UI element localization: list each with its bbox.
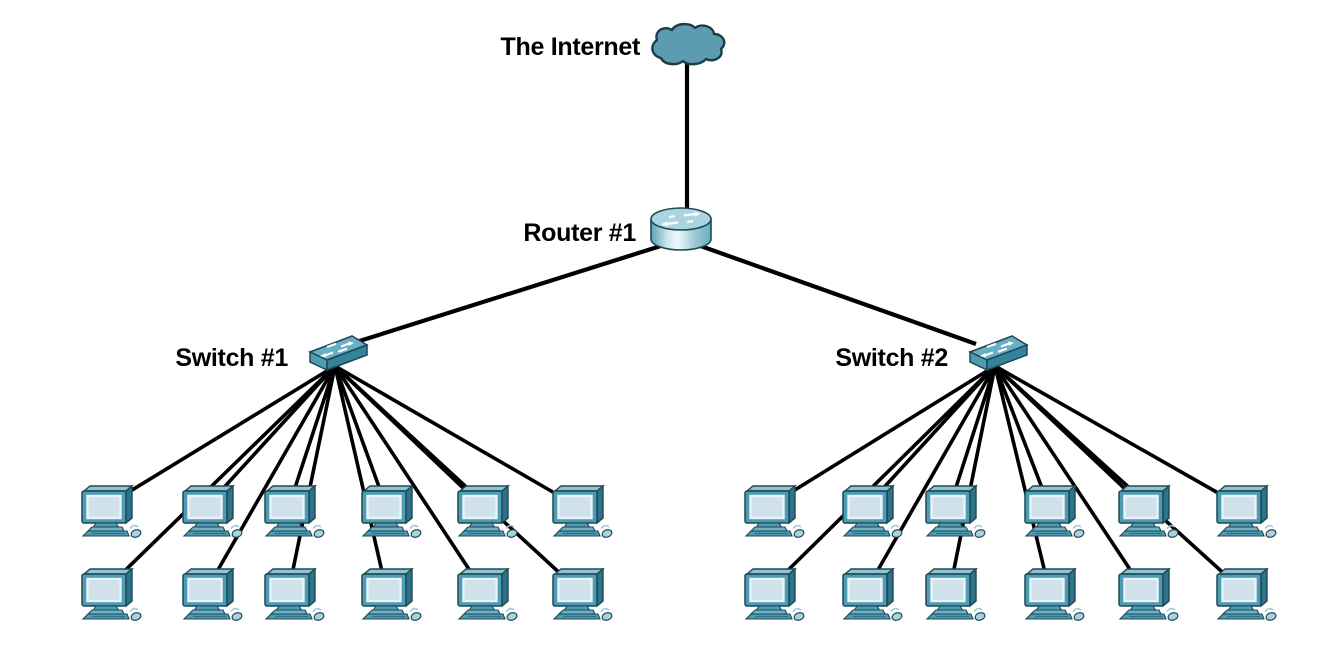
nodes-layer	[308, 22, 1029, 372]
pc-icon	[456, 567, 520, 623]
pc-icon	[181, 484, 245, 540]
cable-switch2-pc11	[993, 365, 1145, 590]
pc-icon	[80, 567, 144, 623]
pc-icon	[263, 567, 327, 623]
internet-cloud-icon	[651, 22, 726, 66]
cable-switch1-pc8	[205, 365, 337, 590]
pc-icon	[456, 484, 520, 540]
cable-switch2-pc6	[994, 364, 1242, 508]
switch-1-icon	[308, 334, 369, 372]
pc-icon	[181, 567, 245, 623]
cable-switch2-pc1	[768, 364, 996, 508]
pc-icon	[551, 567, 615, 623]
cable-switch2-pc7	[767, 364, 997, 591]
labels-layer: The Internet Router #1 Switch #1 Switch …	[175, 33, 948, 372]
cable-switch1-pc9	[287, 365, 337, 590]
pc-icon	[1117, 484, 1181, 540]
internet-label: The Internet	[501, 33, 641, 61]
switch-1-label: Switch #1	[175, 344, 288, 372]
pc-icon	[1215, 567, 1279, 623]
router-label: Router #1	[523, 219, 636, 247]
pc-icon	[924, 484, 988, 540]
cable-switch1-pc3	[287, 365, 337, 507]
cables-layer	[104, 48, 1243, 591]
pc-icon	[841, 567, 905, 623]
cable-switch1-pc7	[104, 364, 337, 591]
switch-2-icon	[968, 334, 1029, 372]
cable-switch2-pc4	[993, 365, 1051, 507]
pc-icon	[551, 484, 615, 540]
pc-icon	[743, 484, 807, 540]
cable-switch2-pc9	[948, 365, 997, 590]
switch-2-label: Switch #2	[835, 344, 948, 372]
cable-switch1-pc12	[333, 364, 579, 591]
router-icon	[649, 206, 713, 252]
pc-icon	[1215, 484, 1279, 540]
pc-icon	[924, 567, 988, 623]
pc-icon	[360, 567, 424, 623]
pc-icon	[80, 484, 144, 540]
pc-icon	[263, 484, 327, 540]
cable-switch2-pc12	[993, 364, 1243, 591]
cable-switch1-pc1	[105, 364, 336, 508]
cable-switch1-pc4	[333, 365, 388, 507]
pc-icon	[360, 484, 424, 540]
cable-switch1-pc11	[333, 365, 484, 590]
pc-icon	[1117, 567, 1181, 623]
cable-1	[349, 241, 668, 347]
pc-icon	[1023, 484, 1087, 540]
cable-2	[694, 242, 977, 346]
cable-switch1-pc6	[334, 364, 578, 508]
cable-switch2-pc8	[865, 365, 997, 590]
pc-icon	[841, 484, 905, 540]
pc-layer	[80, 484, 1279, 623]
pc-icon	[743, 567, 807, 623]
cable-switch2-pc3	[948, 365, 997, 507]
pc-icon	[1023, 567, 1087, 623]
cable-switch1-pc10	[333, 365, 388, 590]
cable-switch2-pc10	[993, 365, 1051, 590]
cable-switch1-pc2	[205, 364, 337, 508]
